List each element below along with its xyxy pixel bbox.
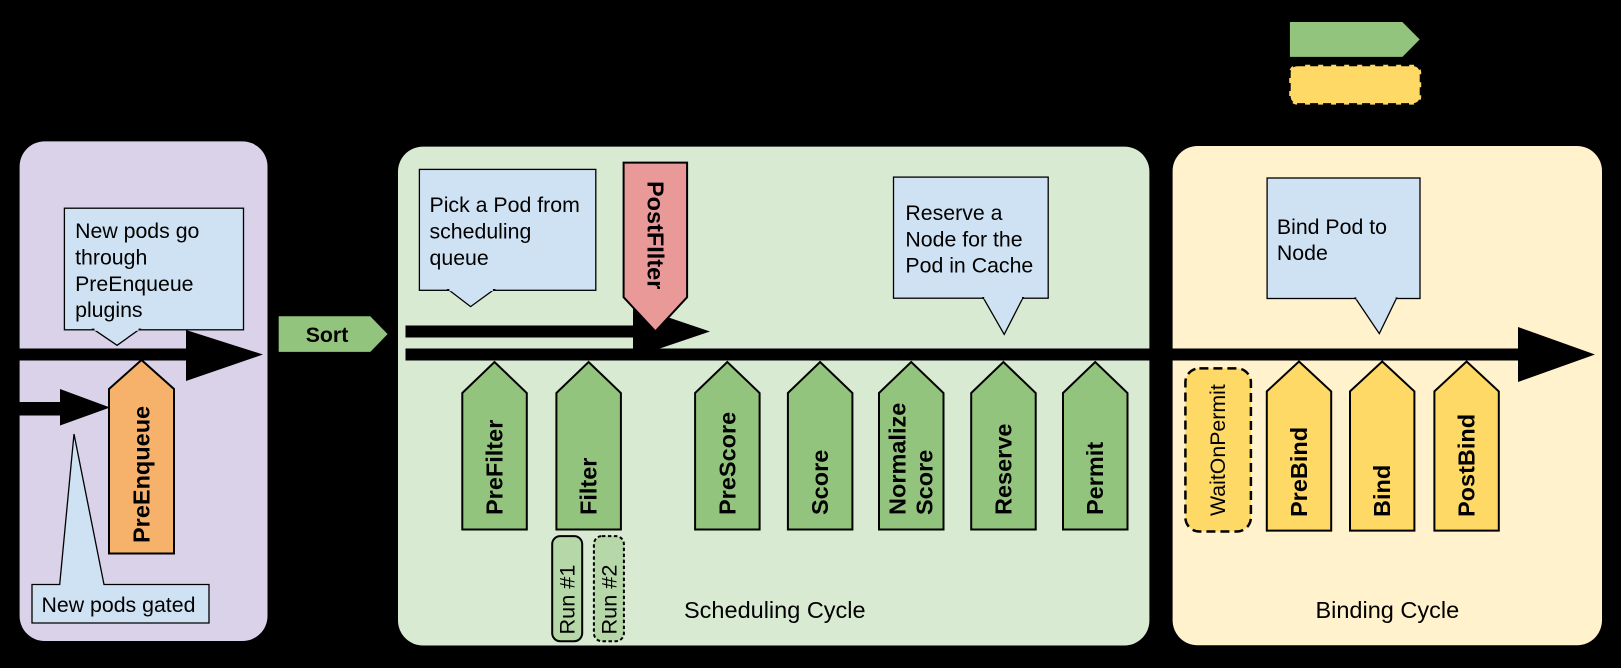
svg-text:Bind Pod to: Bind Pod to	[1277, 215, 1387, 239]
svg-text:PreEnqueue: PreEnqueue	[75, 272, 193, 296]
svg-text:scheduling: scheduling	[430, 220, 532, 244]
svg-text:plugins: plugins	[75, 298, 143, 322]
svg-text:Run #2: Run #2	[596, 565, 621, 635]
svg-text:WaitOnPermit: WaitOnPermit	[1206, 384, 1230, 516]
svg-text:Pick a Pod from: Pick a Pod from	[430, 193, 580, 217]
svg-text:Scheduling Cycle: Scheduling Cycle	[684, 597, 866, 623]
svg-text:PreFilter: PreFilter	[482, 420, 508, 515]
svg-text:Filter: Filter	[576, 458, 602, 515]
svg-text:New pods go: New pods go	[75, 219, 199, 243]
svg-text:PreEnqueue: PreEnqueue	[129, 406, 155, 543]
svg-text:PreBind: PreBind	[1286, 427, 1312, 517]
svg-text:Binding Cycle: Binding Cycle	[1315, 597, 1459, 623]
svg-text:Pod in Cache: Pod in Cache	[905, 254, 1033, 278]
svg-text:PreScore: PreScore	[714, 412, 740, 515]
svg-text:Normalize: Normalize	[885, 403, 911, 515]
svg-text:Sort: Sort	[306, 323, 349, 347]
svg-text:Reserve a: Reserve a	[905, 201, 1002, 225]
svg-text:Reserve: Reserve	[990, 424, 1016, 515]
svg-text:PostBind: PostBind	[1454, 414, 1480, 517]
svg-text:Node: Node	[1277, 241, 1328, 265]
svg-text:PostFIlter: PostFIlter	[642, 181, 668, 289]
svg-text:Score: Score	[912, 450, 938, 515]
svg-text:queue: queue	[430, 246, 489, 270]
svg-text:Node for the: Node for the	[905, 227, 1022, 251]
svg-text:through: through	[75, 246, 147, 270]
svg-text:Permit: Permit	[1082, 442, 1108, 515]
svg-text:Score: Score	[807, 450, 833, 515]
svg-text:Run #1: Run #1	[555, 565, 580, 635]
svg-text:Bind: Bind	[1369, 465, 1395, 517]
svg-text:New pods gated: New pods gated	[42, 593, 196, 617]
